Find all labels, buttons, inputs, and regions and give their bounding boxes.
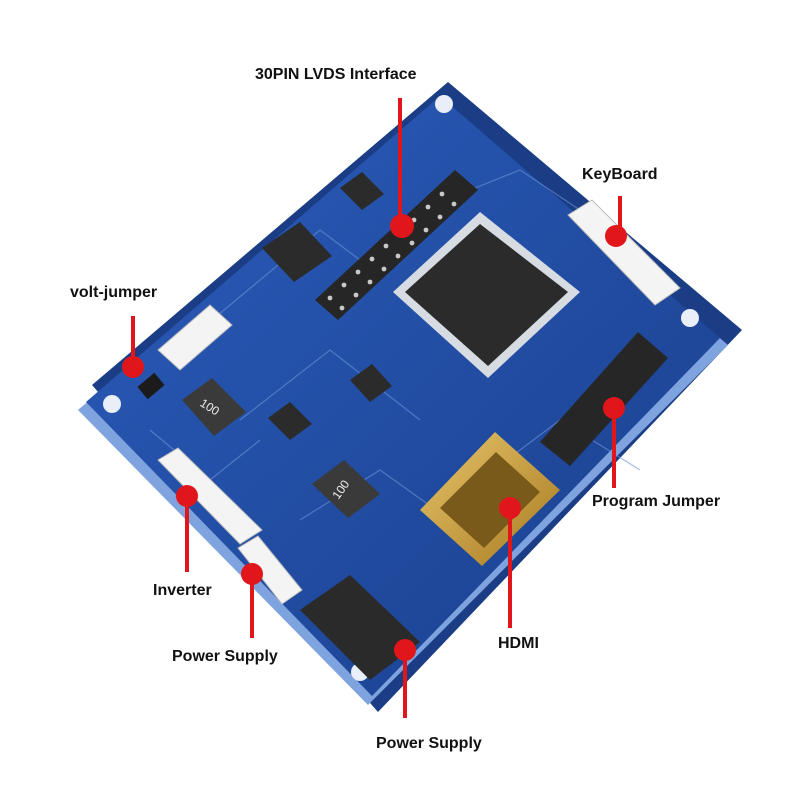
power-connector-left	[237, 535, 303, 605]
label-program-jumper: Program Jumper	[592, 493, 721, 510]
label-hdmi: HDMI	[498, 635, 539, 652]
label-power-supply-bottom: Power Supply	[376, 735, 482, 752]
label-inverter: Inverter	[153, 582, 212, 599]
callout-markers	[122, 98, 627, 718]
hdmi-connector	[420, 432, 560, 566]
hdmi-marker-dot	[499, 497, 521, 519]
volt-jumper-marker-dot	[122, 356, 144, 378]
keyboard-marker-dot	[605, 225, 627, 247]
inductor-1: 100	[182, 378, 246, 436]
power-supply-left-marker-dot	[241, 563, 263, 585]
dc-power-jack	[300, 575, 420, 680]
volt-jumper-connector	[137, 304, 233, 400]
label-lvds-interface: 30PIN LVDS Interface	[255, 66, 417, 83]
keyboard-connector	[567, 199, 681, 306]
lvds-pin-header	[315, 170, 478, 320]
inverter-marker-dot	[176, 485, 198, 507]
power-supply-bottom-marker-dot	[394, 639, 416, 661]
label-power-supply-left: Power Supply	[172, 648, 278, 665]
label-keyboard: KeyBoard	[582, 166, 658, 183]
program-jumper-header	[540, 332, 668, 466]
small-components	[262, 172, 392, 440]
main-chip	[393, 212, 580, 378]
program-jumper-marker-dot	[603, 397, 625, 419]
label-volt-jumper: volt-jumper	[70, 284, 158, 301]
inverter-connector	[157, 447, 263, 545]
lvds-marker-dot	[390, 214, 414, 238]
inductor-2: 100	[312, 460, 380, 518]
